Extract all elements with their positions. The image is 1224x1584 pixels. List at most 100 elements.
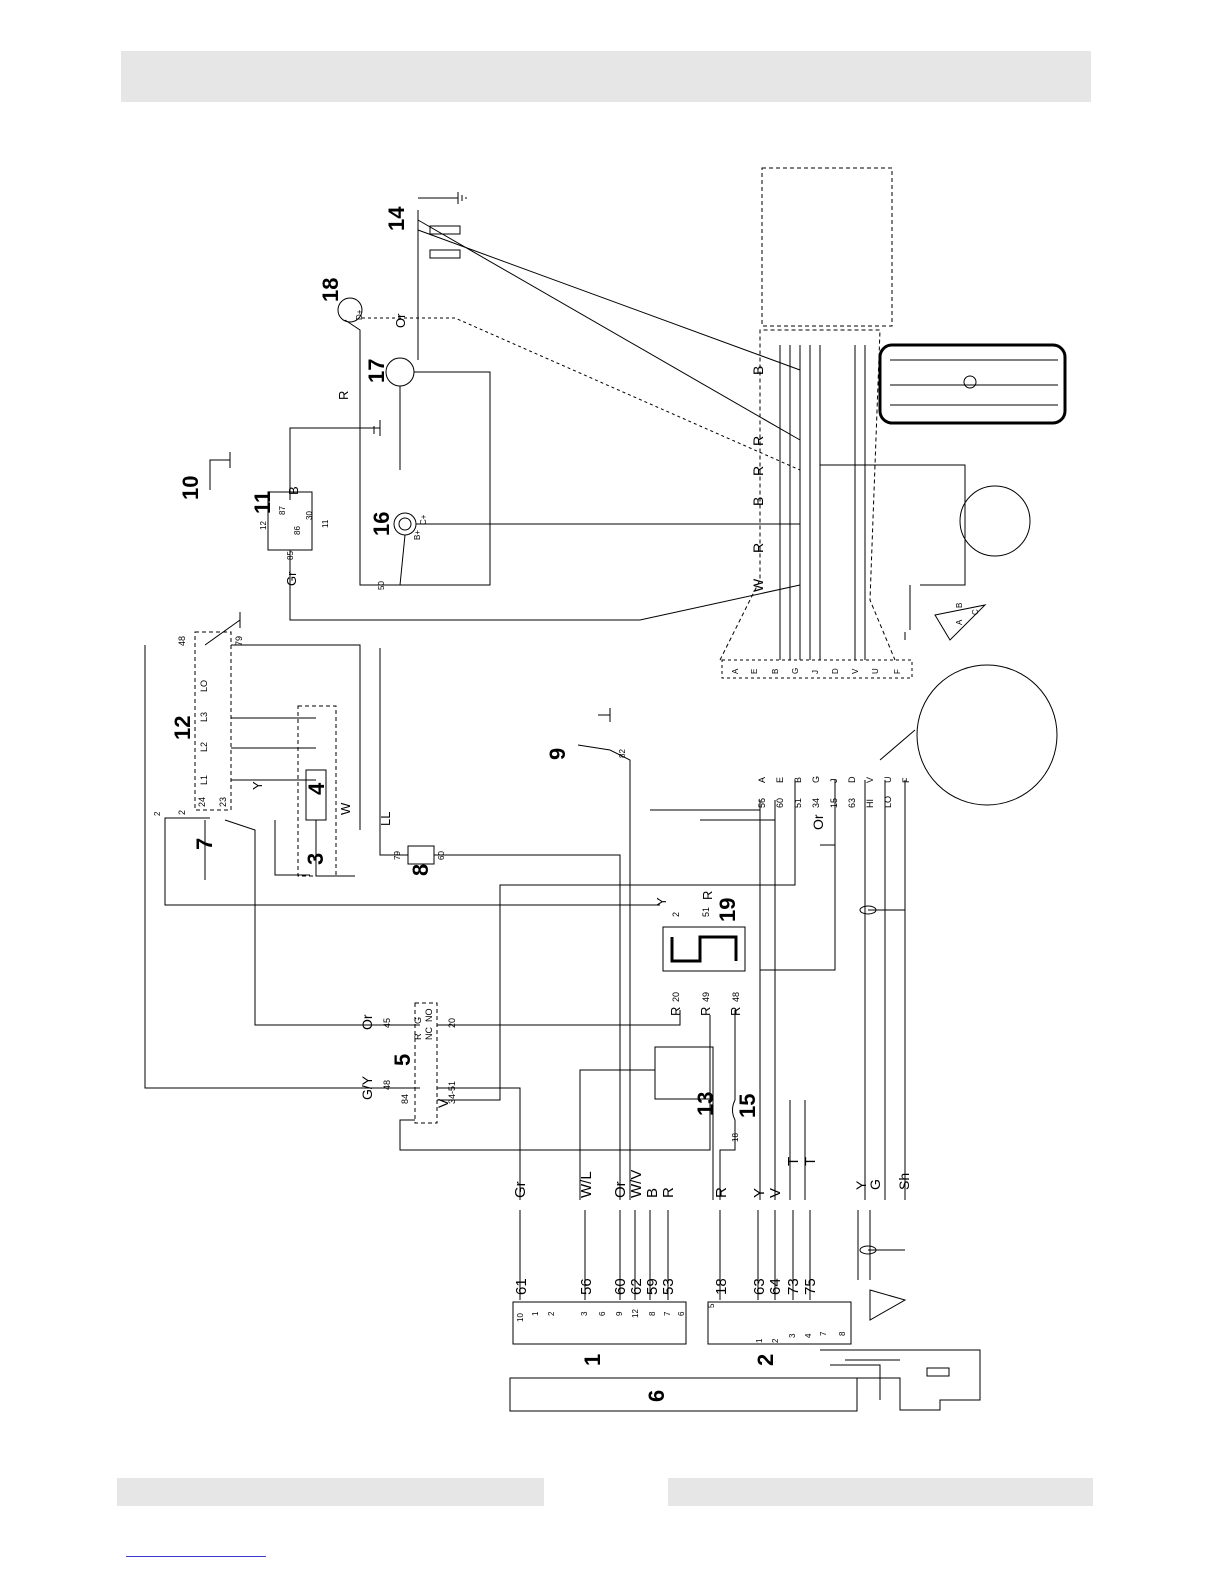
label-c14: 14 <box>384 206 409 231</box>
ecu-pin: V <box>851 668 860 674</box>
engine-wire-colors: B R R B R W <box>750 366 766 592</box>
c5-wire: 20 <box>447 1018 457 1028</box>
tb1-pin: 8 <box>648 1311 657 1316</box>
tb1-pin: 10 <box>516 1313 525 1322</box>
ecu-connector-labels: A E B G J D V U F <box>731 668 902 674</box>
c12-terminal: 48 <box>177 636 187 646</box>
engine-color: R <box>750 436 766 446</box>
engine-color: B <box>750 497 766 506</box>
c5-color-gy: G/Y <box>359 1075 375 1100</box>
c12-terminal: 2 <box>177 810 187 815</box>
c11-pin: 86 <box>293 526 302 535</box>
engine-color: B <box>750 366 766 375</box>
starter-label: B+ <box>413 530 422 540</box>
engine-color: R <box>750 543 766 553</box>
c19-color: R <box>668 1007 683 1016</box>
c12-terminal: L1 <box>199 775 209 785</box>
c19-color: R <box>728 1007 743 1016</box>
label-50: 50 <box>377 581 386 590</box>
label-60: 60 <box>437 851 446 860</box>
label-c3: 3 <box>303 853 328 865</box>
label-c9: 9 <box>545 748 570 760</box>
harness-pin: G <box>811 776 821 783</box>
harness-wire: HI <box>865 799 875 808</box>
component-11-pins: 12 85 86 30 11 87 <box>259 506 330 560</box>
ecu-pin: F <box>893 669 902 674</box>
tb2-wire-75: 75 <box>802 1278 819 1295</box>
c19-wire: 51 <box>701 907 711 917</box>
tb1-pin: 6 <box>677 1311 686 1316</box>
c5-contact: NC <box>424 1027 434 1040</box>
label-82: 82 <box>618 749 627 758</box>
sensor-pin: B <box>955 603 964 608</box>
ecu-pin: J <box>811 670 820 674</box>
tb1-color-r: R <box>660 1187 677 1198</box>
component-number-labels: 1 2 3 4 5 6 7 8 9 10 11 12 13 14 15 16 1… <box>170 206 778 1402</box>
tb2-wire-73: 73 <box>785 1278 802 1295</box>
c5-contact: R <box>413 1033 423 1040</box>
label-2: 2 <box>153 811 162 816</box>
label-w: W <box>338 802 353 815</box>
component-19-colors: Y R R R R <box>654 891 743 1016</box>
harness-wire: 60 <box>775 798 785 808</box>
component-19-labels: 2 51 20 49 48 <box>671 907 741 1002</box>
c12-terminal: L2 <box>199 742 209 752</box>
label-y: Y <box>250 781 265 790</box>
tb2-color-r: R <box>713 1187 730 1198</box>
tb2-wire-63: 63 <box>751 1278 768 1295</box>
harness-wire: 63 <box>847 798 857 808</box>
ecu-pin: E <box>750 669 759 674</box>
wires <box>144 167 1067 1412</box>
terminal-block-1-labels: 61 56 60 62 59 53 Gr W/L Or W/V B R <box>512 1170 677 1295</box>
harness-color-labels: Or Sh Y G <box>810 814 912 1190</box>
label-c4: 4 <box>304 782 329 795</box>
c11-pin: 12 <box>259 521 268 530</box>
label-c1: 1 <box>580 1354 605 1366</box>
component-5-labels: 45 20 48 84 34-51 NO NC R G <box>382 1009 457 1105</box>
c19-wire: 49 <box>701 992 711 1002</box>
tb1-pin: 12 <box>631 1309 640 1318</box>
starter-labels: B+ C+ D+ <box>355 309 428 540</box>
c5-wire: 34-51 <box>447 1081 457 1104</box>
sensor-pin: C <box>971 609 980 615</box>
harness-wire: 34 <box>811 798 821 808</box>
harness-color-or: Or <box>810 814 826 830</box>
tb1-wire-60: 60 <box>612 1278 629 1295</box>
c19-color: R <box>700 891 715 900</box>
footer-bar-right <box>668 1478 1093 1506</box>
c19-wire: 48 <box>731 992 741 1002</box>
label-c17: 17 <box>364 359 389 383</box>
tb2-color-v: V <box>767 1188 784 1198</box>
sensor-pin-labels: A B C <box>955 603 980 625</box>
label-b: B <box>286 486 301 495</box>
label-or: Or <box>393 313 408 328</box>
component-12-terminals: LO L3 L2 L1 24 23 2 48 79 <box>177 636 244 815</box>
harness-wire: 15 <box>829 798 839 808</box>
c12-terminal: 24 <box>197 797 207 807</box>
ecu-pin: D <box>831 668 840 674</box>
tb2-wire-64: 64 <box>767 1278 784 1295</box>
tb1-wire-62: 62 <box>628 1278 645 1295</box>
c11-pin: 30 <box>305 511 314 520</box>
tb2-color-t2: T <box>802 1157 819 1166</box>
tb1-pin: 6 <box>598 1311 607 1316</box>
tb2-pin: 7 <box>819 1331 828 1336</box>
harness-pin: A <box>757 777 767 783</box>
label-c5: 5 <box>390 1054 415 1066</box>
label-18: 18 <box>731 1133 740 1142</box>
harness-pin: J <box>829 779 839 784</box>
harness-color-g: G <box>867 1179 883 1190</box>
ecu-pin: G <box>791 668 800 674</box>
tb1-pin: 9 <box>615 1311 624 1316</box>
harness-wire: LO <box>883 796 893 808</box>
tb1-wire-56: 56 <box>578 1278 595 1295</box>
harness-pin: E <box>775 777 785 783</box>
harness-pin: F <box>901 777 911 783</box>
terminal-block-2-labels: 18 63 64 73 75 R Y V T T <box>713 1157 819 1295</box>
label-79: 79 <box>393 851 402 860</box>
c5-contact: NO <box>424 1009 434 1023</box>
c5-contact: G <box>413 1017 423 1024</box>
c5-color-v: V <box>435 1098 451 1108</box>
harness-connector-labels: A E B G J D V U F 56 60 51 34 15 63 HI L… <box>757 776 911 808</box>
label-c7: 7 <box>192 838 217 850</box>
